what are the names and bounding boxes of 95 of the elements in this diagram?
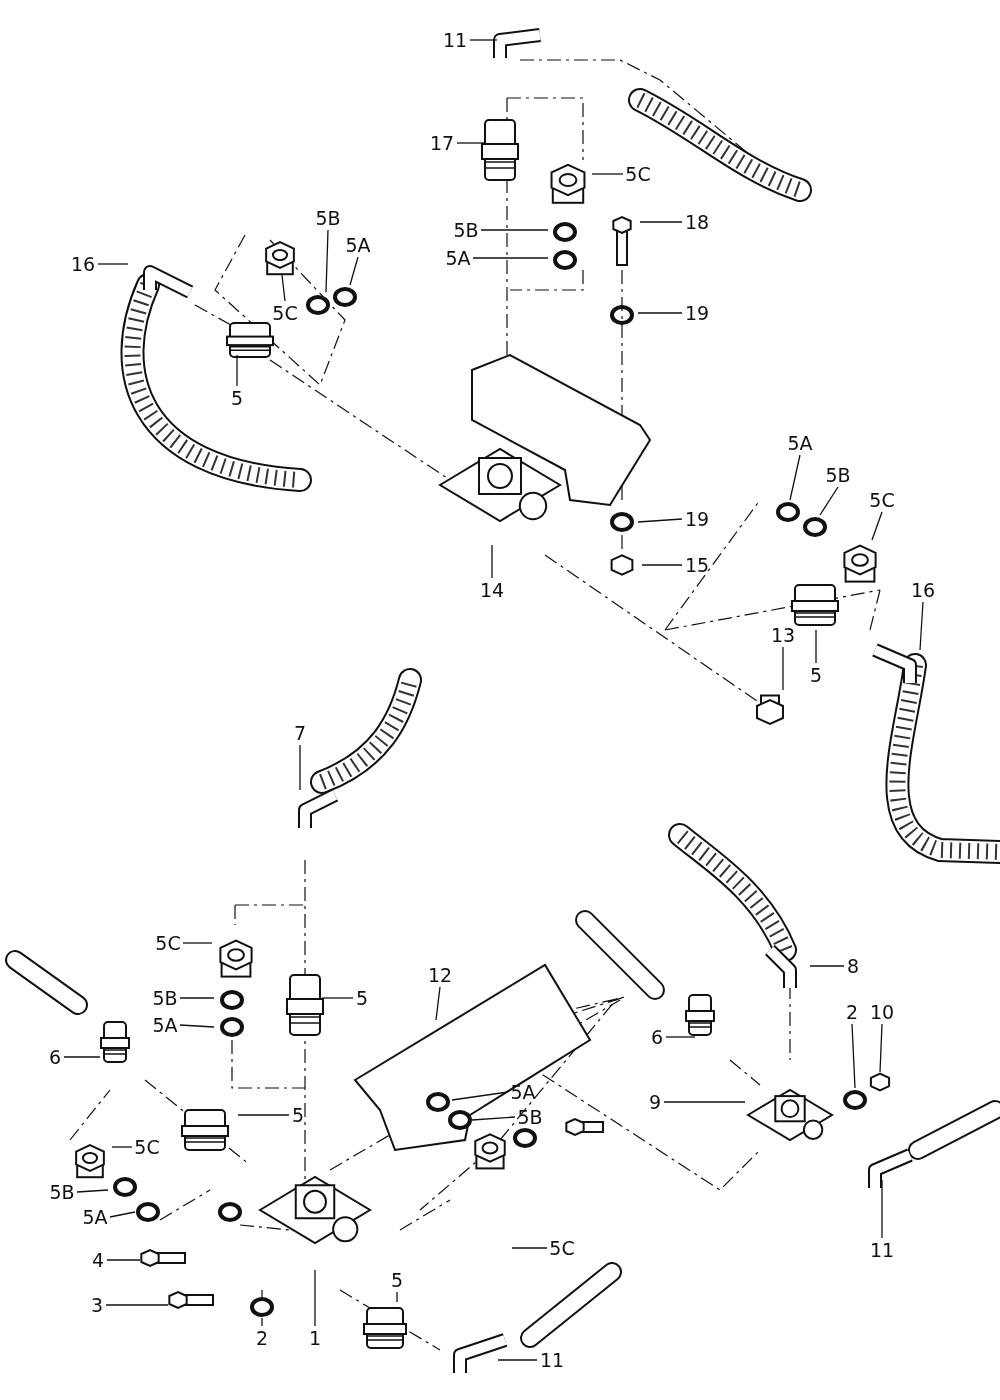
leader-line bbox=[76, 1189, 109, 1193]
callout-number: 5B bbox=[49, 1181, 75, 1203]
callout-number: 2 bbox=[255, 1327, 269, 1349]
callout-number: 5 bbox=[355, 987, 369, 1009]
leader-line bbox=[782, 646, 784, 691]
callout-number: 1 bbox=[308, 1327, 322, 1349]
callout-number: 10 bbox=[869, 1001, 895, 1023]
leader-line bbox=[663, 1101, 746, 1103]
leader-line bbox=[435, 986, 441, 1021]
callout-number: 5C bbox=[549, 1237, 575, 1259]
leader-line bbox=[637, 518, 683, 523]
leader-line bbox=[236, 354, 238, 387]
leader-line bbox=[591, 173, 624, 175]
callout-number: 3 bbox=[90, 1294, 104, 1316]
callout-number: 5A bbox=[82, 1206, 108, 1228]
leader-line bbox=[299, 744, 301, 791]
leader-line bbox=[179, 997, 215, 999]
leader-line bbox=[665, 1036, 696, 1038]
callout-number: 5C bbox=[134, 1136, 160, 1158]
leader-line bbox=[109, 1211, 136, 1218]
leader-line bbox=[261, 1317, 263, 1327]
leader-line bbox=[182, 942, 213, 944]
callout-number: 12 bbox=[427, 964, 453, 986]
callout-number: 7 bbox=[293, 722, 307, 744]
callout-number: 5B bbox=[152, 987, 178, 1009]
leader-line bbox=[851, 1023, 856, 1089]
callout-number: 9 bbox=[648, 1091, 662, 1113]
callout-number: 19 bbox=[684, 302, 710, 324]
callout-number: 5C bbox=[272, 302, 298, 324]
callout-number: 6 bbox=[48, 1046, 62, 1068]
callout-number: 19 bbox=[684, 508, 710, 530]
callout-number: 5C bbox=[625, 163, 651, 185]
leader-line bbox=[349, 256, 359, 286]
callout-number: 2 bbox=[845, 1001, 859, 1023]
leader-line bbox=[497, 1359, 538, 1361]
leader-line bbox=[325, 229, 329, 293]
callout-number: 5A bbox=[152, 1014, 178, 1036]
leader-line bbox=[639, 221, 683, 223]
callout-number: 11 bbox=[539, 1349, 565, 1371]
callout-number: 5A bbox=[445, 247, 471, 269]
leader-line bbox=[321, 997, 354, 999]
callout-number: 11 bbox=[869, 1239, 895, 1261]
callout-number: 5B bbox=[825, 464, 851, 486]
callout-number: 16 bbox=[70, 253, 96, 275]
leader-line bbox=[471, 1116, 516, 1121]
leader-line bbox=[871, 511, 883, 541]
callout-number: 5C bbox=[869, 489, 895, 511]
leader-line bbox=[469, 39, 498, 41]
callout-number: 5B bbox=[517, 1106, 543, 1128]
valve-assembly-drawing bbox=[5, 28, 1000, 1373]
leader-line bbox=[106, 1259, 141, 1261]
leader-line bbox=[789, 454, 801, 501]
leader-line bbox=[919, 601, 924, 651]
leader-line bbox=[637, 312, 683, 314]
leader-line bbox=[815, 629, 817, 664]
callout-number: 15 bbox=[684, 554, 710, 576]
leader-line bbox=[97, 263, 129, 265]
callout-number: 5 bbox=[809, 664, 823, 686]
callout-number: 18 bbox=[684, 211, 710, 233]
leader-line bbox=[472, 257, 549, 259]
callout-number: 5B bbox=[453, 219, 479, 241]
leader-line bbox=[511, 1247, 548, 1249]
leader-line bbox=[179, 1024, 215, 1028]
leader-line bbox=[451, 1091, 509, 1101]
leader-line bbox=[641, 564, 683, 566]
leader-line bbox=[480, 229, 549, 231]
callout-number: 17 bbox=[429, 132, 455, 154]
leader-line bbox=[111, 1146, 133, 1148]
leader-line bbox=[281, 274, 286, 302]
callout-number: 13 bbox=[770, 624, 796, 646]
leader-line bbox=[809, 965, 845, 967]
leader-line bbox=[879, 1023, 883, 1073]
callout-number: 5B bbox=[315, 207, 341, 229]
callout-number: 5C bbox=[155, 932, 181, 954]
leader-line bbox=[314, 1269, 316, 1327]
callout-number: 5A bbox=[510, 1081, 536, 1103]
leader-line bbox=[881, 1179, 883, 1239]
callout-number: 11 bbox=[442, 29, 468, 51]
leader-line bbox=[237, 1114, 290, 1116]
leader-line bbox=[396, 1291, 398, 1303]
callout-number: 5 bbox=[291, 1104, 305, 1126]
callout-number: 6 bbox=[650, 1026, 664, 1048]
leader-line bbox=[456, 142, 486, 144]
leader-line bbox=[63, 1056, 101, 1058]
leader-line bbox=[105, 1304, 169, 1306]
callout-number: 16 bbox=[910, 579, 936, 601]
callout-number: 5A bbox=[345, 234, 371, 256]
callout-number: 5A bbox=[787, 432, 813, 454]
callout-number: 8 bbox=[846, 955, 860, 977]
callout-number: 4 bbox=[91, 1249, 105, 1271]
callout-number: 14 bbox=[479, 579, 505, 601]
leader-line bbox=[819, 486, 839, 516]
callout-number: 5 bbox=[230, 387, 244, 409]
leader-line bbox=[491, 544, 493, 579]
callout-number: 5 bbox=[390, 1269, 404, 1291]
